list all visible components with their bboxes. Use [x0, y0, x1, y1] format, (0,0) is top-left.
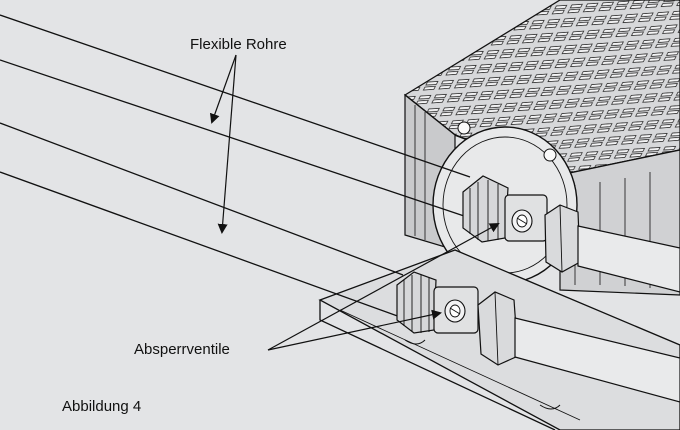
arrow-pipes-1 [209, 54, 237, 124]
leader-arrows [209, 54, 500, 351]
arrow-valve-lower [267, 309, 442, 351]
figure-caption: Abbildung 4 [62, 398, 142, 415]
pipe-2-edge-bottom [0, 171, 404, 319]
upper-valve [462, 175, 680, 293]
arrow-pipes-2 [217, 54, 237, 234]
arrow-valve-upper [267, 223, 500, 351]
label-flexible-pipes: Flexible Rohre [190, 36, 287, 53]
label-shutoff-valves: Absperrventile [134, 341, 230, 358]
pipe-1-edge-bottom [0, 59, 471, 219]
flexible-pipes [0, 14, 471, 319]
pipe-1-edge-top [0, 14, 471, 178]
pipe-2-edge-top [0, 122, 404, 276]
lower-valve [396, 271, 680, 403]
